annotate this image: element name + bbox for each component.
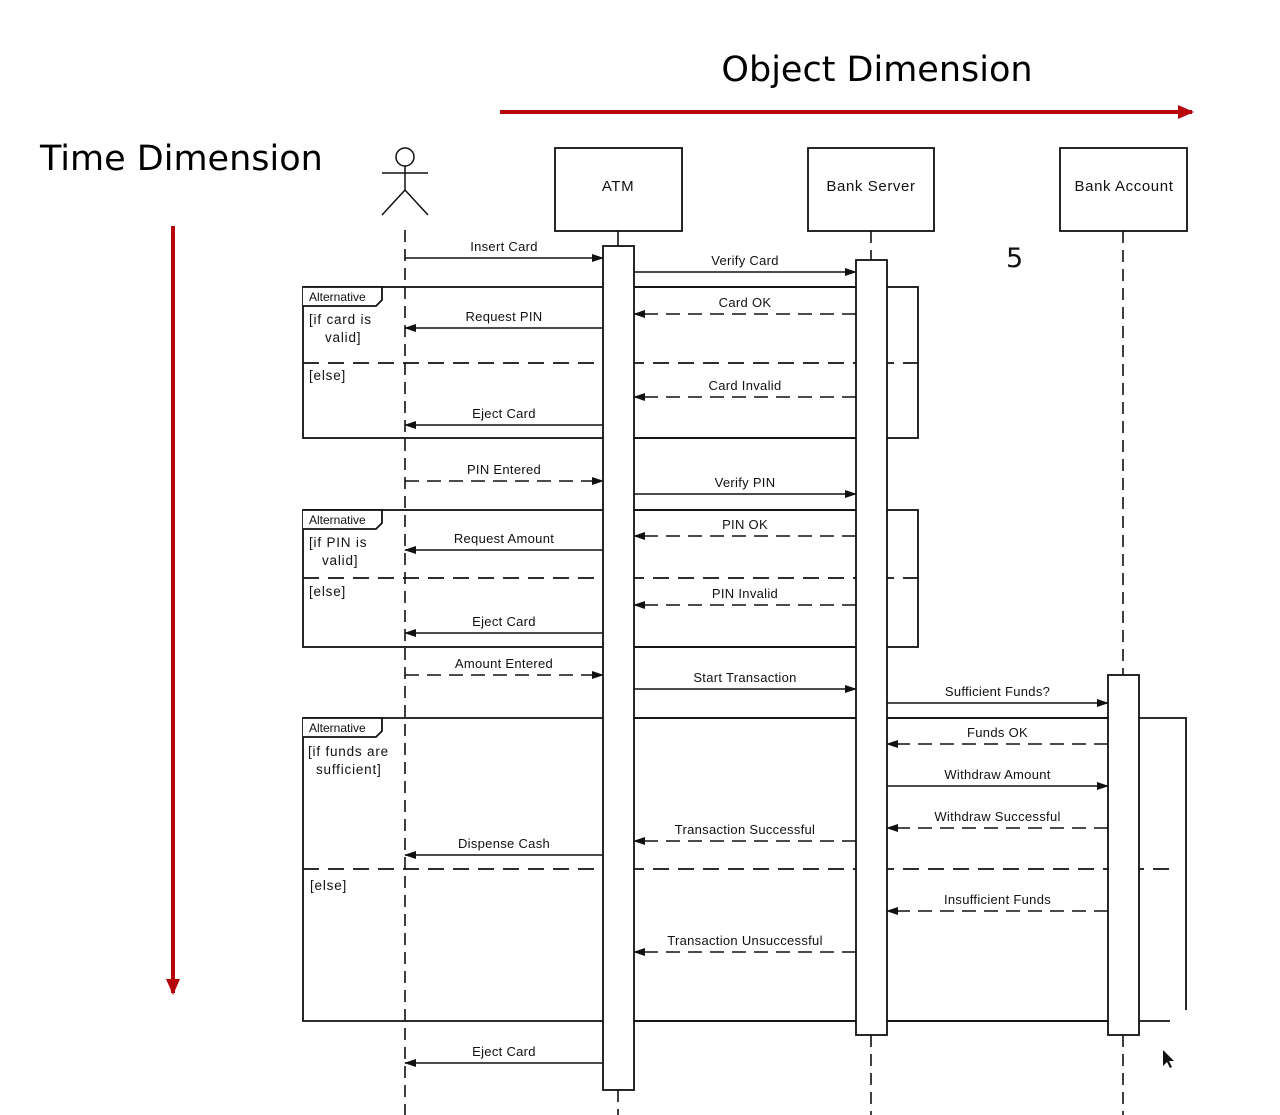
- message-pin-invalid: PIN Invalid: [633, 586, 856, 609]
- object-bank-account: Bank Account: [1059, 147, 1188, 232]
- message-label: Eject Card: [472, 406, 536, 421]
- message-label: Insert Card: [470, 239, 538, 254]
- activation-bank-account: [1107, 674, 1140, 1036]
- message-label: Transaction Successful: [675, 822, 816, 837]
- frame-tag-label: Alternative: [309, 513, 366, 527]
- message-label: Withdraw Successful: [934, 809, 1060, 824]
- message-transaction-unsuccessful: Transaction Unsuccessful: [633, 933, 856, 956]
- message-label: PIN Entered: [467, 462, 541, 477]
- time-dimension-title: Time Dimension: [39, 139, 323, 179]
- message-withdraw-successful: Withdraw Successful: [886, 809, 1108, 832]
- message-insert-card: Insert Card: [405, 239, 604, 262]
- frame-tag-box: [303, 717, 383, 738]
- message-transaction-successful: Transaction Successful: [633, 822, 856, 845]
- message-insufficient-funds: Insufficient Funds: [886, 892, 1108, 915]
- message-eject-card: Eject Card: [404, 406, 603, 429]
- message-pin-entered: PIN Entered: [405, 462, 604, 485]
- object-bank-server: Bank Server: [807, 147, 935, 232]
- message-sufficient-funds: Sufficient Funds?: [887, 684, 1109, 707]
- message-label: Funds OK: [967, 725, 1028, 740]
- stick-figure-icon: [381, 147, 429, 216]
- message-eject-card: Eject Card: [404, 614, 603, 637]
- message-pin-ok: PIN OK: [633, 517, 856, 540]
- message-withdraw-amount: Withdraw Amount: [887, 767, 1109, 790]
- message-label: Request PIN: [465, 309, 542, 324]
- object-label: ATM: [602, 178, 634, 195]
- message-label: PIN Invalid: [712, 586, 778, 601]
- page-number: 5: [1006, 243, 1023, 274]
- message-label: Eject Card: [472, 614, 536, 629]
- activation-bank-server: [855, 259, 888, 1036]
- message-label: Verify Card: [711, 253, 779, 268]
- frame-guard-line: sufficient]: [316, 762, 382, 777]
- frame-guard-line: [if PIN is: [309, 535, 367, 550]
- message-amount-entered: Amount Entered: [405, 656, 604, 679]
- frame-tag-label: Alternative: [309, 721, 366, 735]
- message-verify-card: Verify Card: [634, 253, 857, 276]
- message-label: Transaction Unsuccessful: [667, 933, 823, 948]
- message-label: Dispense Cash: [458, 836, 550, 851]
- frame-tag-box: [303, 509, 383, 530]
- message-request-pin: Request PIN: [404, 309, 603, 332]
- message-verify-pin: Verify PIN: [634, 475, 857, 498]
- mouse-pointer-icon: [1163, 1050, 1174, 1068]
- object-atm: ATM: [554, 147, 683, 232]
- message-request-amount: Request Amount: [404, 531, 603, 554]
- alt-frame-funds: [302, 717, 1187, 1022]
- frame-guard-line: valid]: [322, 553, 358, 568]
- frame-tag-box: [303, 286, 383, 307]
- frame-else-label: [else]: [310, 878, 347, 893]
- message-funds-ok: Funds OK: [886, 725, 1108, 748]
- message-label: Sufficient Funds?: [945, 684, 1050, 699]
- frame-tag-label: Alternative: [309, 290, 366, 304]
- object-label: Bank Server: [826, 178, 915, 195]
- frame-else-label: [else]: [309, 584, 346, 599]
- message-label: Card Invalid: [709, 378, 782, 393]
- message-label: Verify PIN: [715, 475, 776, 490]
- object-label: Bank Account: [1075, 178, 1174, 195]
- message-label: Start Transaction: [693, 670, 796, 685]
- message-dispense-cash: Dispense Cash: [404, 836, 603, 859]
- message-label: Amount Entered: [455, 656, 553, 671]
- message-label: PIN OK: [722, 517, 768, 532]
- message-card-ok: Card OK: [633, 295, 856, 318]
- frame-guard-line: [if card is: [309, 312, 372, 327]
- frame-else-label: [else]: [309, 368, 346, 383]
- message-label: Card OK: [719, 295, 772, 310]
- message-eject-card: Eject Card: [404, 1044, 603, 1067]
- message-label: Withdraw Amount: [944, 767, 1050, 782]
- message-label: Request Amount: [454, 531, 554, 546]
- object-dimension-title: Object Dimension: [721, 50, 1032, 90]
- activation-atm: [602, 245, 635, 1091]
- message-label: Eject Card: [472, 1044, 536, 1059]
- message-start-transaction: Start Transaction: [634, 670, 857, 693]
- message-label: Insufficient Funds: [944, 892, 1051, 907]
- frame-guard-line: valid]: [325, 330, 361, 345]
- frame-guard-line: [if funds are: [308, 744, 389, 759]
- message-card-invalid: Card Invalid: [633, 378, 856, 401]
